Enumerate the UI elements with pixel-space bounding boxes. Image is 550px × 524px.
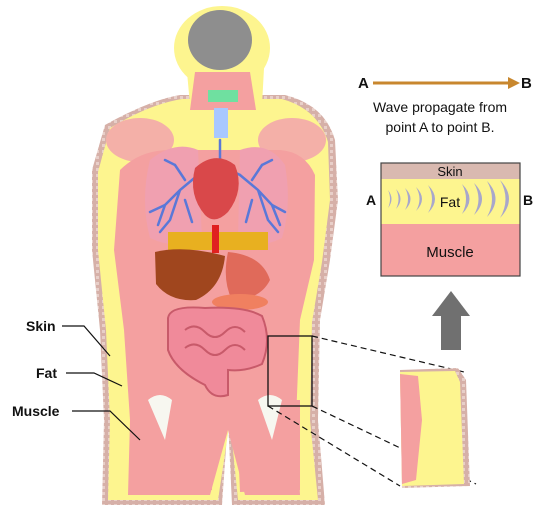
box-skin (381, 163, 520, 179)
box-label-fat: Fat (440, 194, 460, 210)
wave-fronts (388, 180, 509, 218)
zoom-line-left (267, 405, 401, 487)
right-leg-muscle (236, 400, 300, 492)
liver (155, 249, 225, 301)
human-torso-model (92, 6, 338, 505)
leader-fat (66, 372, 123, 387)
skull (188, 10, 252, 70)
label-muscle: Muscle (12, 403, 60, 419)
propagation-legend: A B Wave propagate from point A to point… (358, 75, 532, 135)
pancreas (212, 294, 268, 310)
aorta (212, 225, 219, 253)
box-fat (381, 179, 520, 224)
box-muscle (381, 224, 520, 276)
zoom-rect (267, 335, 313, 407)
caption-line2: point A to point B. (386, 119, 495, 135)
zoom-line-top (311, 335, 465, 373)
heart (192, 158, 239, 220)
leader-skin (62, 325, 111, 357)
left-labels: Skin Fat Muscle (12, 318, 141, 441)
box-label-skin: Skin (437, 164, 462, 179)
up-arrow (432, 291, 470, 350)
airway (214, 108, 228, 138)
tissue-layer-box: Skin Fat Muscle A B (366, 162, 533, 277)
label-skin: Skin (26, 318, 56, 334)
box-border (380, 162, 521, 277)
caption-line1: Wave propagate from (373, 99, 507, 115)
small-intestine (184, 325, 246, 356)
leader-muscle (72, 410, 141, 441)
left-shoulder (106, 118, 174, 162)
label-fat: Fat (36, 365, 57, 381)
propagation-arrow-head (508, 77, 520, 89)
thyroid (208, 90, 238, 102)
up-arrow-shaft (441, 314, 461, 350)
up-arrow-head (432, 291, 470, 316)
arrow-point-a: A (358, 75, 369, 92)
stomach (225, 252, 270, 300)
zoom-muscle (400, 374, 422, 484)
left-leg-muscle (130, 400, 212, 492)
arrow-point-b: B (521, 75, 532, 92)
box-point-b: B (523, 192, 533, 208)
box-point-a: A (366, 192, 376, 208)
box-label-muscle: Muscle (426, 244, 474, 261)
zoomed-tissue (400, 368, 470, 488)
